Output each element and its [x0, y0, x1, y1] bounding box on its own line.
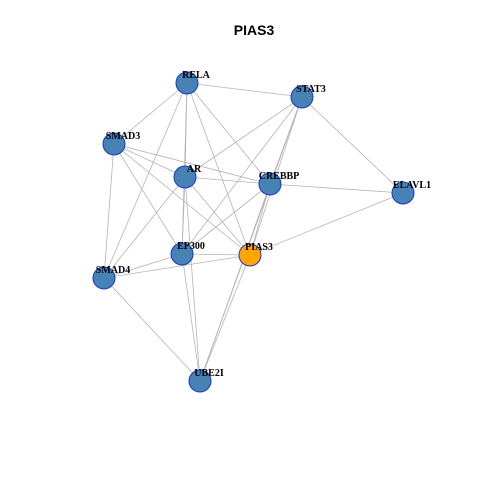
- node-circle-stat3: [290, 85, 314, 109]
- node-label-ep300: EP300: [177, 241, 205, 252]
- edge-smad3-crebbp: [113, 143, 271, 185]
- edge-stat3-ar: [184, 96, 303, 178]
- edge-crebbp-pias3: [249, 183, 271, 256]
- edge-ar-smad4: [103, 176, 186, 279]
- node-crebbp: CREBBP: [258, 171, 300, 196]
- node-circle-pias3: [238, 243, 262, 267]
- node-elavl1: ELAVL1: [391, 180, 431, 205]
- node-stat3: STAT3: [290, 84, 326, 109]
- node-circle-elavl1: [391, 181, 415, 205]
- edge-rela-smad3: [113, 82, 188, 145]
- node-circle-crebbp: [258, 172, 282, 196]
- node-ep300: EP300: [170, 241, 205, 266]
- node-circle-smad4: [92, 266, 116, 290]
- edge-smad4-ube2i: [103, 277, 201, 382]
- edge-rela-pias3: [186, 82, 251, 256]
- edge-ar-ube2i: [184, 176, 201, 382]
- edge-smad3-smad4: [103, 143, 115, 279]
- edge-elavl1-pias3: [249, 192, 404, 256]
- node-label-ar: AR: [187, 164, 202, 175]
- node-label-ube2i: UBE2I: [194, 368, 224, 379]
- edge-rela-stat3: [186, 82, 303, 98]
- node-circle-ep300: [170, 242, 194, 266]
- edge-ar-ep300: [181, 176, 186, 255]
- node-label-rela: RELA: [182, 70, 211, 81]
- edge-smad3-pias3: [113, 143, 251, 256]
- edge-ep300-smad4: [103, 253, 183, 279]
- node-smad4: SMAD4: [92, 265, 130, 290]
- edge-rela-smad4: [103, 82, 188, 279]
- node-smad3: SMAD3: [102, 131, 140, 156]
- edge-crebbp-elavl1: [269, 183, 404, 194]
- node-circle-smad3: [102, 132, 126, 156]
- edge-ar-crebbp: [184, 176, 271, 185]
- node-circle-ar: [173, 165, 197, 189]
- edge-ep300-ube2i: [181, 253, 201, 382]
- node-ar: AR: [173, 164, 202, 189]
- edge-crebbp-ep300: [181, 183, 271, 255]
- node-label-smad4: SMAD4: [96, 265, 130, 276]
- node-ube2i: UBE2I: [188, 368, 224, 393]
- graph-title: PIAS3: [234, 22, 275, 38]
- node-circle-rela: [175, 71, 199, 95]
- edge-crebbp-ube2i: [199, 183, 271, 382]
- node-label-smad3: SMAD3: [106, 131, 140, 142]
- node-label-crebbp: CREBBP: [259, 171, 300, 182]
- node-label-stat3: STAT3: [296, 84, 326, 95]
- edge-stat3-ep300: [181, 96, 303, 255]
- node-label-elavl1: ELAVL1: [393, 180, 431, 191]
- node-pias3: PIAS3: [238, 242, 273, 267]
- edge-stat3-elavl1: [301, 96, 404, 194]
- edge-layer: [103, 82, 404, 382]
- edge-rela-crebbp: [186, 82, 271, 185]
- edge-smad3-ar: [113, 143, 186, 178]
- edge-smad3-ep300: [113, 143, 183, 255]
- edge-pias3-smad4: [103, 254, 251, 279]
- edge-pias3-ube2i: [199, 254, 251, 382]
- node-rela: RELA: [175, 70, 211, 95]
- edge-ar-pias3: [184, 176, 251, 256]
- node-circle-ube2i: [188, 369, 212, 393]
- node-label-pias3: PIAS3: [245, 242, 273, 253]
